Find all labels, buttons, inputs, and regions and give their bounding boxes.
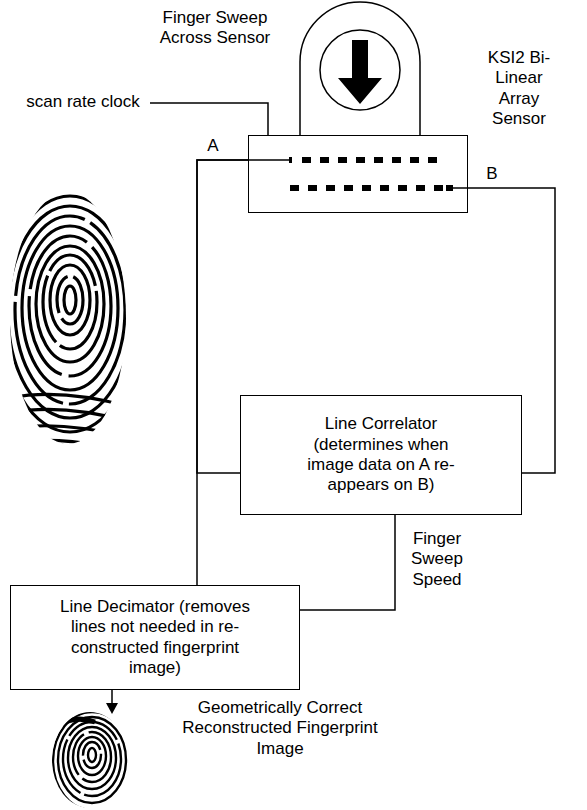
correlator-box: Line Correlator (determines when image d… [240, 395, 522, 515]
sweep-caption: Finger Sweep Across Sensor [155, 8, 275, 49]
box-text: Line Correlator (determines when image d… [297, 414, 465, 496]
finger-outline [300, 2, 420, 135]
signal-wire [197, 160, 248, 585]
decimator-box: Line Decimator (removes lines not needed… [10, 585, 300, 690]
fingerprint-image [0, 186, 146, 455]
edge-label: Finger Sweep Speed [404, 529, 470, 590]
sensor-row-b [290, 185, 453, 191]
output-arrowhead [106, 703, 118, 714]
pin-name: A [205, 136, 221, 156]
reconstructed-fingerprint [48, 707, 136, 810]
sensor-row-a [289, 157, 437, 163]
clock-wire [150, 103, 268, 135]
sensor-box: KSI2 Bi-Linear Array Sensor [248, 135, 468, 213]
box-text: Line Decimator (removes lines not needed… [56, 597, 254, 679]
pin-name: B [484, 164, 500, 184]
direction-circle [320, 30, 400, 110]
pin-b-stub [452, 187, 468, 189]
pin-a-stub [248, 159, 289, 161]
sensor-heading: KSI2 Bi-Linear Array Sensor [475, 48, 563, 130]
sweep-arrow [338, 40, 382, 104]
signal-wire [468, 188, 555, 473]
signal-name: scan rate clock [18, 92, 148, 112]
signal-wire [300, 515, 395, 610]
output-caption: Geometrically Correct Reconstructed Fing… [180, 698, 380, 759]
output-arrow [111, 690, 113, 704]
